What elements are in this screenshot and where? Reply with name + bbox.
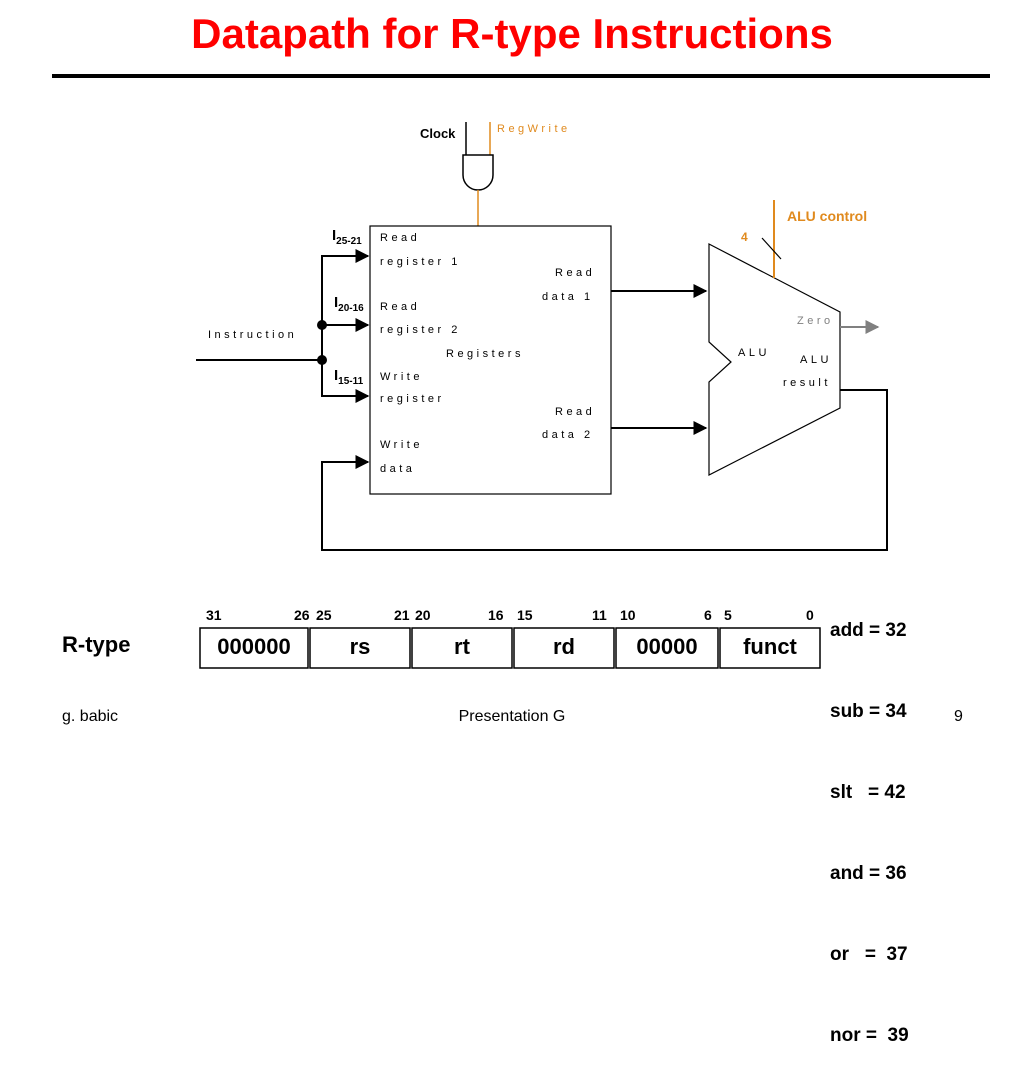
registers-name: Registers	[446, 348, 524, 360]
field-opcode-text: 000000	[217, 634, 290, 659]
read-data2-label-b: data 2	[542, 429, 594, 441]
alu-control-label: ALU control	[787, 208, 867, 224]
i20-label: I20-16	[334, 294, 364, 314]
read-register2-label-b: register 2	[380, 324, 461, 336]
write-register-label-a: Write	[380, 371, 423, 383]
page-number: 9	[954, 708, 963, 725]
clock-label: Clock	[420, 126, 456, 141]
bit-10: 10	[620, 607, 636, 623]
bit-15: 15	[517, 607, 533, 623]
field-funct-text: funct	[743, 634, 797, 659]
alu-control-width: 4	[741, 230, 748, 244]
junction-dot-instr	[317, 355, 327, 365]
field-rt-text: rt	[454, 634, 471, 659]
field-rd	[513, 627, 615, 669]
write-data-label-a: Write	[380, 439, 423, 451]
bit-20: 20	[415, 607, 431, 623]
field-opcode	[199, 627, 309, 669]
opcode-item: add = 32	[830, 620, 907, 641]
field-rd-text: rd	[553, 634, 575, 659]
read-register2-label-a: Read	[380, 301, 420, 313]
alu-control-slash	[761, 237, 782, 260]
bit-6: 6	[704, 607, 712, 623]
bit-31: 31	[206, 607, 222, 623]
zero-label: Zero	[797, 315, 834, 327]
opcode-item: nor = 39	[830, 1025, 909, 1046]
field-rs	[309, 627, 411, 669]
bit-25: 25	[316, 607, 332, 623]
read-data2-label-a: Read	[555, 406, 595, 418]
alu-result-label-a: ALU	[800, 354, 832, 366]
opcode-list: add = 32 sub = 34 slt = 42 and = 36 or =…	[830, 563, 909, 1076]
writeback-wire	[321, 389, 888, 551]
footer-author: g. babic	[62, 708, 119, 725]
bit-5: 5	[724, 607, 732, 623]
slide-title: Datapath for R-type Instructions	[191, 10, 833, 57]
field-funct	[719, 627, 821, 669]
field-shamt	[615, 627, 719, 669]
registers-block	[369, 225, 612, 495]
title-rule	[52, 74, 990, 78]
regwrite-label: RegWrite	[497, 123, 571, 135]
junction-dot-rt	[317, 320, 327, 330]
bit-26: 26	[294, 607, 310, 623]
opcode-item: and = 36	[830, 863, 907, 884]
field-shamt-text: 00000	[636, 634, 697, 659]
i15-label: I15-11	[334, 367, 364, 387]
bit-21: 21	[394, 607, 410, 623]
write-data-label-b: data	[380, 463, 415, 475]
i25-label: I25-21	[332, 227, 362, 247]
write-register-label-b: register	[380, 393, 445, 405]
footer-center: Presentation G	[458, 708, 566, 725]
rtype-label: R-type	[62, 632, 131, 657]
opcode-item: sub = 34	[830, 701, 907, 722]
bit-0: 0	[806, 607, 814, 623]
opcode-item: or = 37	[830, 944, 908, 965]
bit-11: 11	[592, 607, 607, 623]
alu-result-label-b: result	[783, 377, 831, 389]
read-data1-label-a: Read	[555, 267, 595, 279]
bit-16: 16	[488, 607, 504, 623]
read-data1-label-b: data 1	[542, 291, 594, 303]
alu-name: ALU	[738, 347, 770, 359]
field-rs-text: rs	[350, 634, 371, 659]
opcode-item: slt = 42	[830, 782, 906, 803]
read-register1-label-b: register 1	[380, 256, 461, 268]
datapath-diagram: Clock RegWrite Read register 1 Read regi…	[196, 122, 888, 669]
rd-wire	[321, 360, 370, 403]
instruction-label: Instruction	[208, 329, 297, 341]
read-register1-label-a: Read	[380, 232, 420, 244]
and-gate	[462, 154, 494, 191]
field-rt	[411, 627, 513, 669]
